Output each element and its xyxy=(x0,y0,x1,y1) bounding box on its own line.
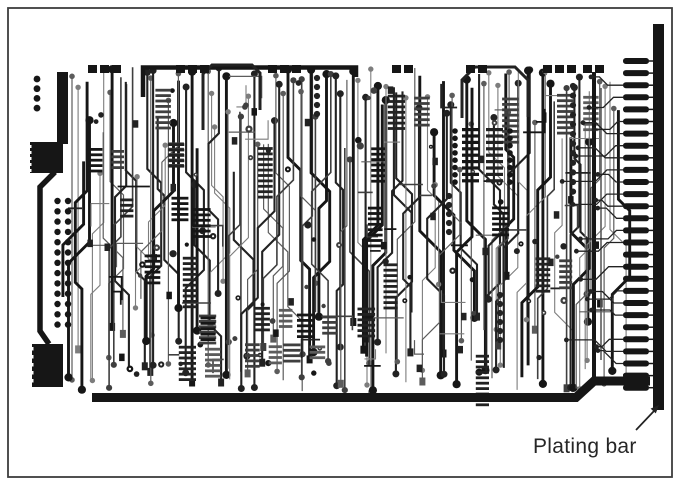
index-dots xyxy=(33,75,72,328)
annotation-arrow-icon xyxy=(635,405,659,431)
trace-field xyxy=(61,64,632,395)
top-edge-pads xyxy=(88,65,604,73)
component-pad-clusters xyxy=(88,74,599,407)
dip-footprint xyxy=(452,128,513,185)
plating-bar xyxy=(653,24,664,410)
plating-bar-label: Plating bar xyxy=(533,435,637,458)
left-connector-tabs xyxy=(29,72,68,387)
edge-connector-fingers xyxy=(559,58,654,391)
figure-border xyxy=(7,7,673,478)
